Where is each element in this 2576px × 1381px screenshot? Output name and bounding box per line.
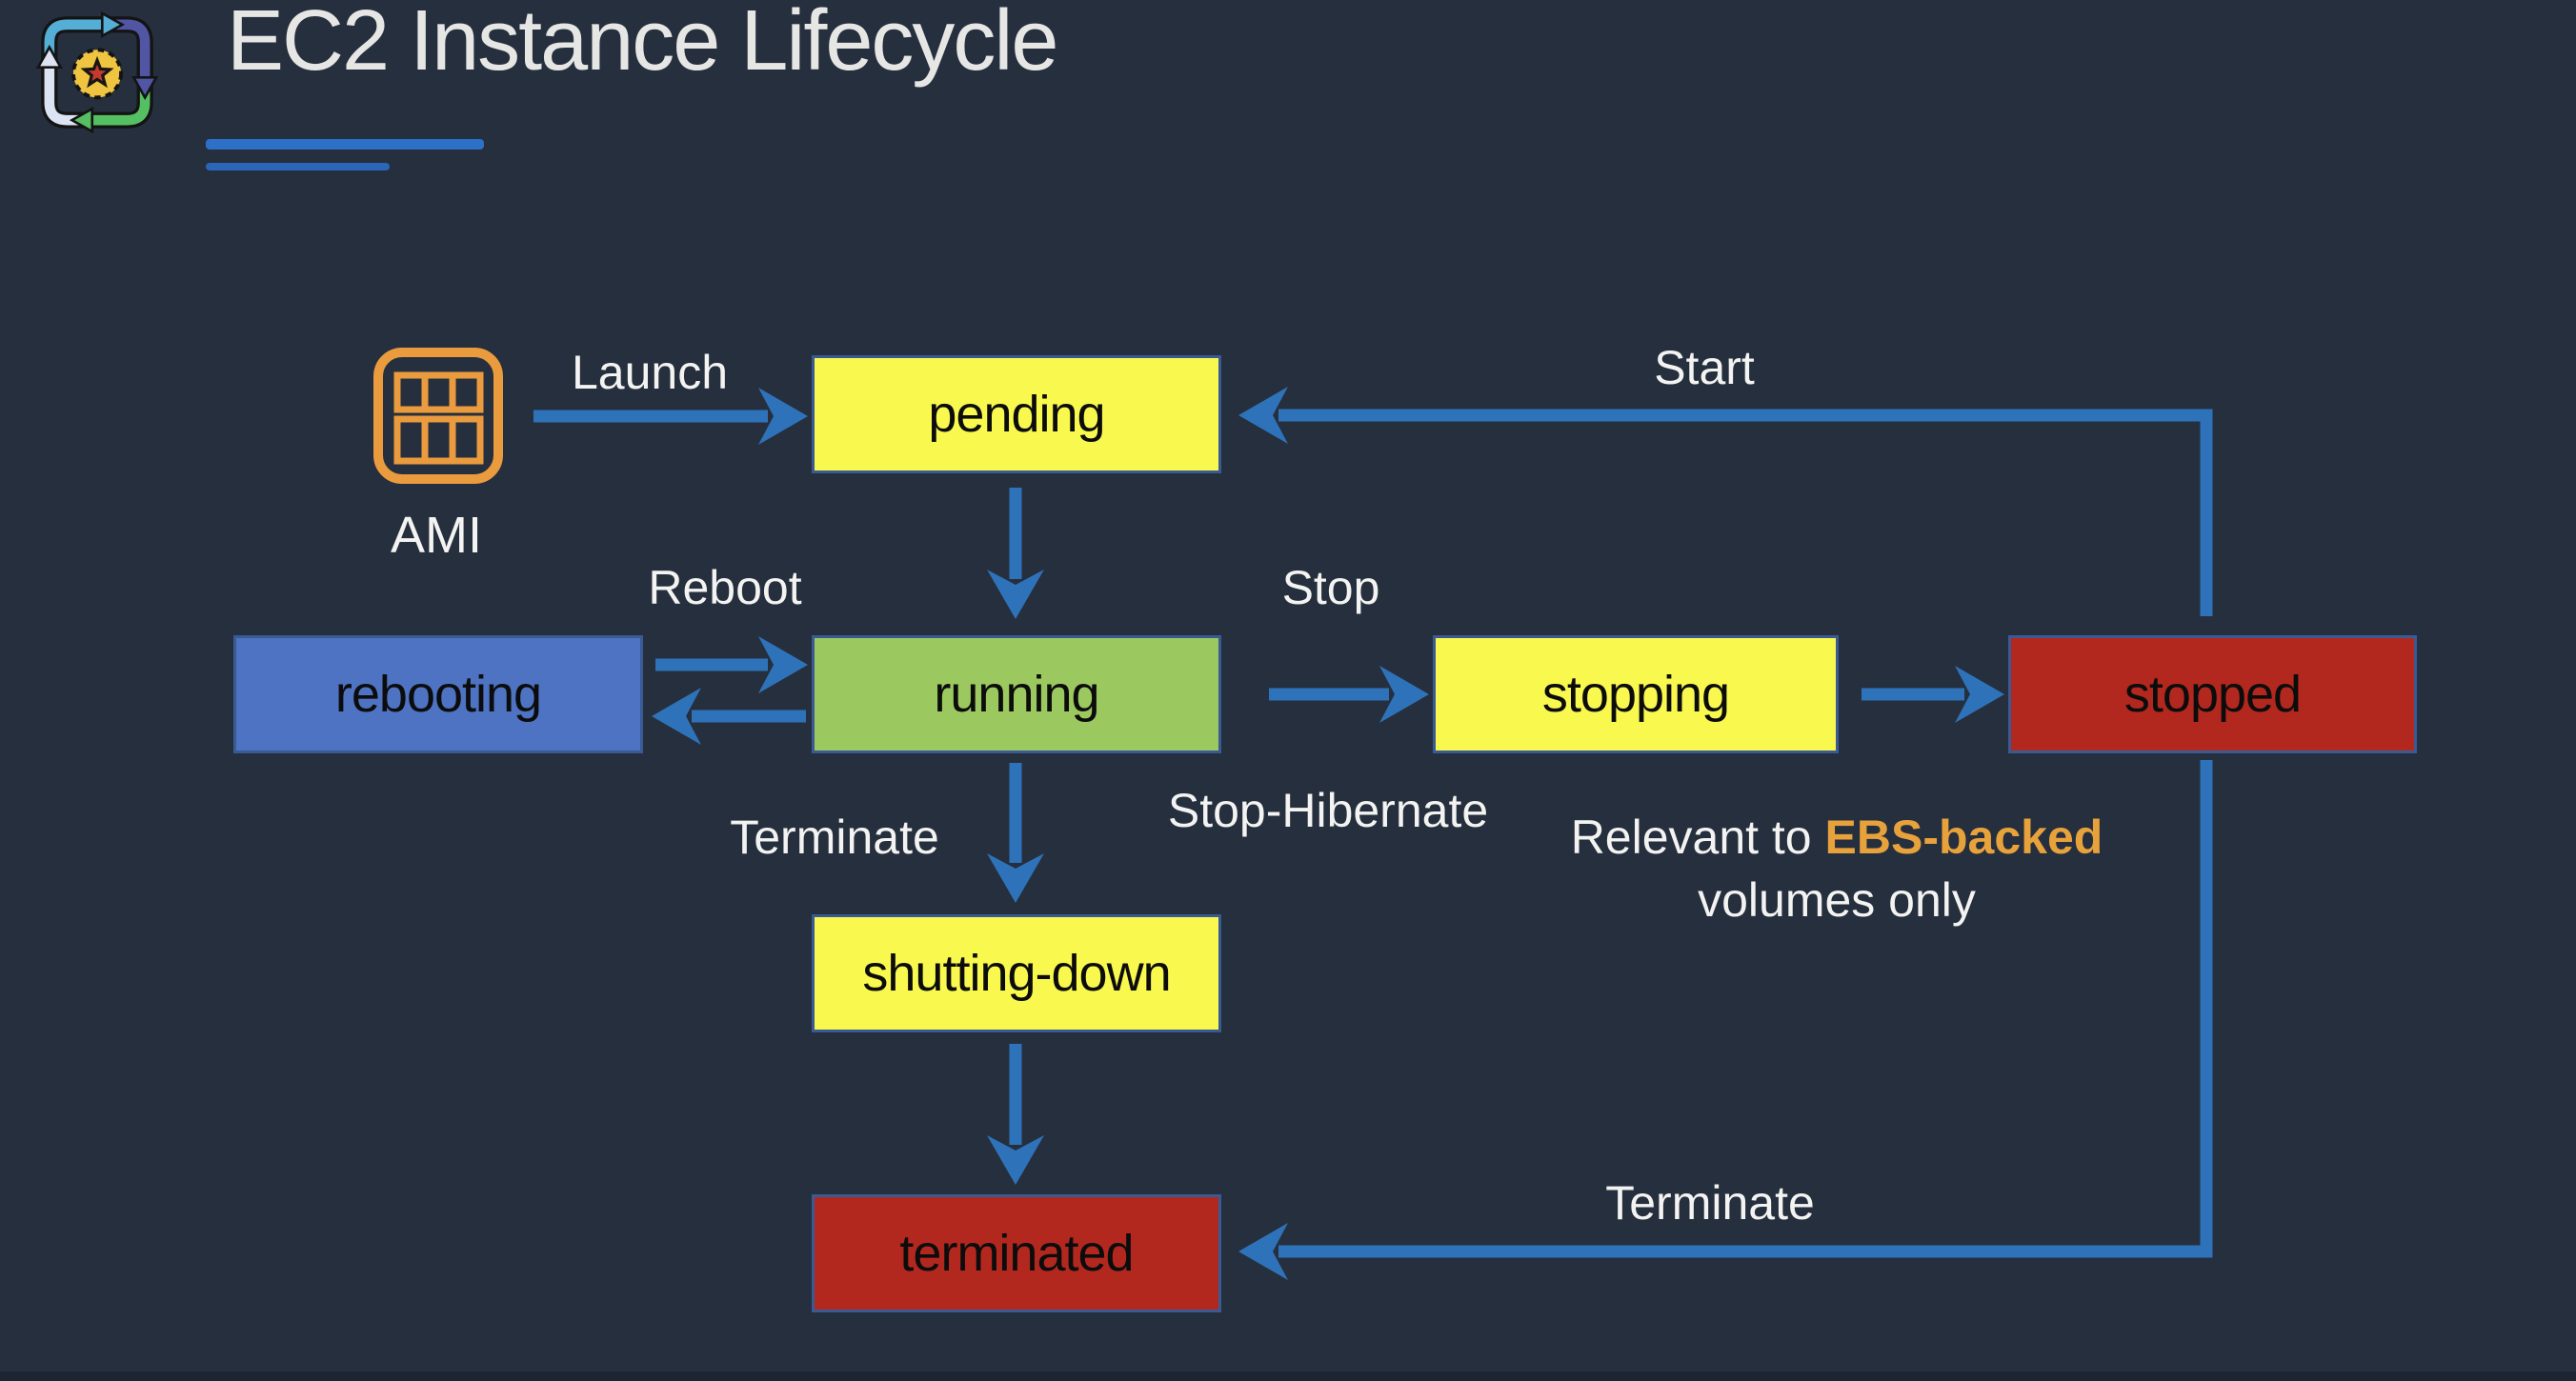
edge-label-launch: Launch xyxy=(571,346,729,399)
ami-label: AMI xyxy=(390,507,483,564)
page-title: EC2 Instance Lifecycle xyxy=(227,0,1058,89)
edge-label-reboot: Reboot xyxy=(648,561,802,614)
edge-label-start: Start xyxy=(1654,341,1755,394)
state-label: terminated xyxy=(899,1225,1134,1282)
state-label: pending xyxy=(928,386,1105,443)
ami-icon xyxy=(373,348,503,484)
arrow-start-head xyxy=(1238,387,1288,444)
edge-label-stop: Stop xyxy=(1281,561,1380,614)
state-label: stopped xyxy=(2123,666,2302,723)
ebs-note-highlight: EBS-backed xyxy=(1824,811,2103,864)
arrow-reboot-back-head xyxy=(652,688,701,745)
state-label: stopping xyxy=(1541,666,1730,723)
arrow-running-shuttingdown-head xyxy=(987,853,1044,903)
state-label: running xyxy=(934,666,1099,723)
edge-label-stop-hibernate: Stop-Hibernate xyxy=(1167,784,1489,837)
state-node-terminated: terminated xyxy=(812,1194,1221,1312)
state-node-stopping: stopping xyxy=(1433,635,1839,753)
arrow-stopping-stopped-head xyxy=(1955,666,2004,723)
ebs-note-line2: volumes only xyxy=(1698,873,1976,927)
ebs-note-prefix: Relevant to xyxy=(1570,811,1825,864)
arrow-launch-head xyxy=(758,388,808,445)
state-node-rebooting: rebooting xyxy=(233,635,643,753)
arrow-shuttingdown-terminated-head xyxy=(987,1135,1044,1185)
arrow-pending-running-head xyxy=(987,570,1044,619)
title-underline-secondary xyxy=(206,163,390,170)
state-label: rebooting xyxy=(334,666,542,723)
state-node-pending: pending xyxy=(812,355,1221,473)
edge-label-terminate-running: Terminate xyxy=(730,811,939,864)
arrow-reboot-forward-head xyxy=(758,636,808,693)
lifecycle-cycle-icon xyxy=(35,10,159,134)
arrow-terminate-stopped-head xyxy=(1238,1223,1288,1280)
arrow-start xyxy=(1278,409,2213,616)
slide-bottom-edge xyxy=(0,1371,2576,1381)
ebs-note: Relevant to EBS-backed volumes only xyxy=(1551,806,2123,931)
state-label: shutting-down xyxy=(862,945,1171,1002)
edge-label-terminate-stopped: Terminate xyxy=(1605,1176,1815,1230)
state-node-shutting-down: shutting-down xyxy=(812,914,1221,1032)
state-node-stopped: stopped xyxy=(2008,635,2417,753)
arrow-terminate-stopped xyxy=(1278,760,2213,1258)
state-node-running: running xyxy=(812,635,1221,753)
title-underline-primary xyxy=(206,139,484,150)
arrow-running-stopping-head xyxy=(1379,666,1429,723)
